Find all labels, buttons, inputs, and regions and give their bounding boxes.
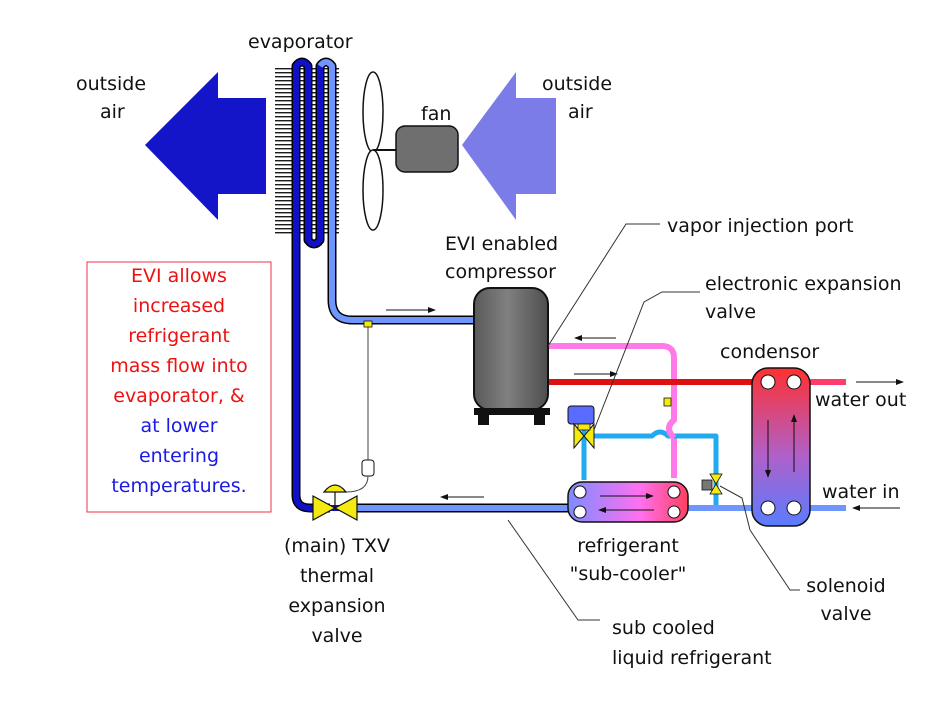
outside-air-right-label-1: outside [542, 73, 612, 95]
condensor-label: condensor [720, 341, 819, 363]
evi-note-line-2: increased [133, 295, 225, 317]
solenoid-valve-label-1: solenoid [806, 575, 886, 597]
compressor-label-1: EVI enabled [445, 233, 558, 255]
evi-note-line-5: evaporator, & [113, 385, 245, 407]
outside-air-out-arrow [145, 72, 266, 220]
outside-air-right-label-2: air [568, 101, 593, 123]
outside-air-left-label-2: air [100, 101, 125, 123]
evi-note-line-4: mass flow into [110, 355, 248, 377]
txv-label-3: expansion [288, 595, 385, 617]
electronic-expansion-valve-label-2: valve [705, 301, 756, 323]
outside-air-left-label-1: outside [76, 73, 146, 95]
evi-note-box [86, 261, 272, 513]
sub-cooled-liquid-label-1: sub cooled [612, 617, 715, 639]
txv-valve-icon [312, 484, 358, 522]
sub-cooler-label-1: refrigerant [577, 535, 679, 557]
leader-lines [507, 223, 800, 621]
evi-note-line-8: temperatures. [111, 475, 246, 497]
evi-note-line-3: refrigerant [128, 325, 230, 347]
solenoid-valve-label-2: valve [820, 603, 871, 625]
evaporator-label: evaporator [248, 31, 353, 53]
evi-note-line-1: EVI allows [131, 265, 227, 287]
electronic-expansion-valve-icon [567, 405, 595, 450]
txv-sensing-bulb [361, 459, 375, 477]
electronic-expansion-valve-label-1: electronic expansion [705, 273, 902, 295]
sub-cooled-liquid-label-2: liquid refrigerant [612, 647, 772, 669]
evi-note-line-7: entering [139, 445, 219, 467]
evi-note-line-6: at lower [140, 415, 217, 437]
txv-label-4: valve [311, 625, 362, 647]
compressor-icon [473, 287, 550, 425]
solenoid-valve-icon [701, 473, 723, 495]
eev-feed-line [581, 429, 719, 511]
water-out-label: water out [815, 389, 906, 411]
fan-icon [362, 71, 459, 231]
fan-label: fan [421, 103, 451, 125]
outside-air-in-arrow [462, 72, 556, 220]
vapor-injection-port-label: vapor injection port [667, 215, 854, 237]
flow-arrows [386, 307, 904, 511]
evi-note: EVI allows increased refrigerant mass fl… [110, 265, 248, 497]
txv-label-1: (main) TXV [284, 535, 390, 557]
sub-cooler-icon [567, 481, 689, 523]
water-in-label: water in [822, 481, 900, 503]
txv-label-2: thermal [300, 565, 374, 587]
vapor-injection-line [548, 343, 677, 478]
condensor-icon [751, 367, 811, 527]
compressor-label-2: compressor [445, 261, 556, 283]
sub-cooler-label-2: "sub-cooler" [570, 563, 687, 585]
